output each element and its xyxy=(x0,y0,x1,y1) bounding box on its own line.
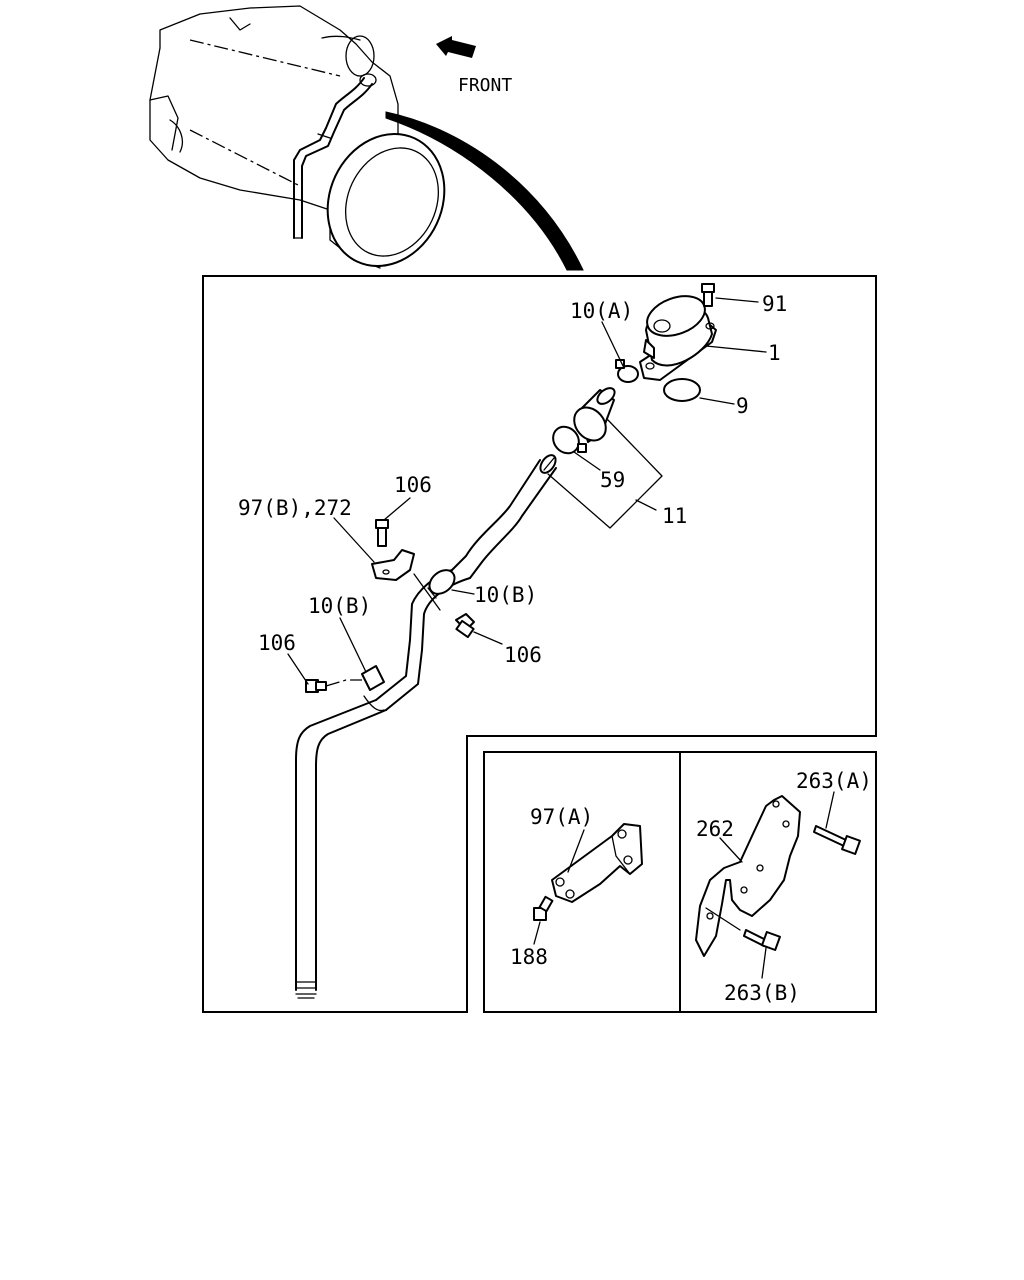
callout-263b: 263(B) xyxy=(724,981,800,1005)
callout-97b-272: 97(B),272 xyxy=(238,496,352,520)
front-arrow-icon xyxy=(436,36,476,58)
o-ring xyxy=(663,378,701,402)
callout-188: 188 xyxy=(510,945,548,969)
leader-263a xyxy=(825,791,835,829)
callout-262: 262 xyxy=(696,817,734,841)
callout-91: 91 xyxy=(762,292,787,316)
callout-263a: 263(A) xyxy=(796,769,872,793)
callout-106-mid: 106 xyxy=(504,643,542,667)
callout-9: 9 xyxy=(736,394,749,418)
callout-10a: 10(A) xyxy=(570,299,633,323)
engine-overview: FRONT xyxy=(149,5,584,271)
callout-10b-mid: 10(B) xyxy=(474,583,537,607)
bracket-262 xyxy=(695,795,801,957)
callout-106-top: 106 xyxy=(394,473,432,497)
leader-188 xyxy=(533,921,541,945)
leader-97a xyxy=(567,829,585,873)
clamp-10b-mid xyxy=(427,569,456,599)
callout-11: 11 xyxy=(662,504,687,528)
front-label: FRONT xyxy=(458,75,512,96)
hose-59 xyxy=(552,387,616,455)
leader-262 xyxy=(719,837,743,863)
bolt-263a xyxy=(813,825,861,855)
clamp-10b-left xyxy=(305,665,385,693)
callout-106-left: 106 xyxy=(258,631,296,655)
bolt-91 xyxy=(701,283,715,307)
main-detail-frame xyxy=(202,275,877,1013)
breather-pipe-11 xyxy=(295,454,557,999)
leader-263b xyxy=(761,947,767,979)
callout-10b-left: 10(B) xyxy=(308,594,371,618)
leader-lines-main xyxy=(287,297,767,685)
callout-59: 59 xyxy=(600,468,625,492)
bolt-188 xyxy=(533,895,554,921)
inset-frame-right xyxy=(679,751,877,1013)
bracket-97b xyxy=(371,519,415,581)
callout-1: 1 xyxy=(768,341,781,365)
bolt-263b xyxy=(743,929,781,951)
clamp-10a xyxy=(615,359,639,383)
bolt-106-mid xyxy=(455,613,475,639)
callout-97a: 97(A) xyxy=(530,805,593,829)
bracket-97a xyxy=(551,823,643,903)
